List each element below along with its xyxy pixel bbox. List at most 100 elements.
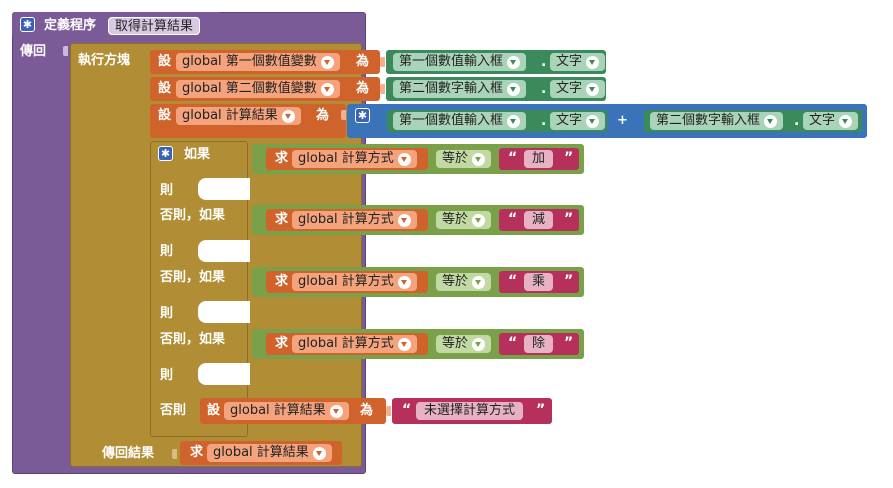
component-text-1: 第一個數值輸入框 (399, 54, 504, 69)
compare-dropdown-3[interactable]: 等於 (436, 273, 492, 291)
procedure-name-field[interactable]: 取得計算結果 (108, 17, 201, 35)
then-slot-4 (198, 363, 250, 385)
then-label-3: 則 (160, 306, 174, 321)
chevron-down-icon (586, 114, 600, 128)
else-set-var-text: global 計算結果 (230, 403, 326, 418)
return-label: 傳回 (20, 44, 47, 59)
compare-text-4: 等於 (442, 336, 469, 351)
set-var-dropdown-1[interactable]: global 第一個數值變數 (176, 53, 340, 71)
compare-dropdown-4[interactable]: 等於 (436, 335, 492, 353)
compare-dropdown-2[interactable]: 等於 (436, 211, 492, 229)
close-quote: ” (564, 211, 574, 227)
set-socket-notch-2 (380, 84, 385, 94)
chevron-down-icon (839, 114, 853, 128)
get-var-dropdown-4[interactable]: global 計算方式 (292, 335, 417, 353)
open-quote: “ (402, 402, 412, 418)
open-quote: “ (508, 211, 518, 227)
chevron-down-icon (329, 404, 343, 418)
set-to-label-1: 為 (356, 54, 370, 69)
add-left-component-text: 第一個數值輸入框 (399, 113, 504, 128)
property-dropdown-1[interactable]: 文字 (550, 53, 606, 71)
dot-separator: . (541, 81, 547, 97)
add-right-component-dropdown[interactable]: 第二個數字輸入框 (650, 112, 784, 130)
add-left-property-text: 文字 (556, 113, 583, 128)
gear-icon[interactable]: ✱ (158, 146, 173, 161)
then-label-2: 則 (160, 244, 174, 259)
open-quote: “ (508, 273, 518, 289)
else-if-label-2: 否則，如果 (160, 270, 226, 285)
property-text-2: 文字 (556, 81, 583, 96)
text-field-3[interactable]: 乘 (524, 273, 554, 291)
else-set-to-label: 為 (360, 403, 374, 418)
get-label-4: 求 (275, 336, 289, 351)
chevron-down-icon (764, 114, 778, 128)
chevron-down-icon (397, 337, 411, 351)
else-socket-notch (386, 406, 391, 416)
compare-text-1: 等於 (442, 151, 469, 166)
compare-dropdown-1[interactable]: 等於 (436, 150, 492, 168)
component-text-2: 第二個數字輸入框 (399, 81, 504, 96)
set-label-3: 設 (158, 108, 172, 123)
chevron-down-icon (507, 82, 521, 96)
close-quote: ” (536, 402, 546, 418)
get-label-2: 求 (275, 212, 289, 227)
else-set-var-dropdown[interactable]: global 計算結果 (224, 402, 349, 420)
chevron-down-icon (312, 446, 326, 460)
text-field-2[interactable]: 減 (524, 211, 554, 229)
set-label-1: 設 (158, 54, 172, 69)
get-var-dropdown-1[interactable]: global 計算方式 (292, 150, 417, 168)
set-label-2: 設 (158, 81, 172, 96)
return-get-var-dropdown[interactable]: global 計算結果 (207, 444, 332, 462)
close-quote: ” (564, 150, 574, 166)
then-label-4: 則 (160, 368, 174, 383)
else-if-label-3: 否則，如果 (160, 332, 226, 347)
get-var-dropdown-2[interactable]: global 計算方式 (292, 211, 417, 229)
chevron-down-icon (507, 55, 521, 69)
plus-operator: + (617, 113, 628, 128)
if-label: 如果 (184, 147, 211, 162)
then-slot-2 (198, 240, 250, 262)
else-text-field[interactable]: 未選擇計算方式 (416, 402, 524, 420)
chevron-down-icon (281, 109, 295, 123)
chevron-down-icon (472, 275, 486, 289)
get-label-1: 求 (275, 151, 289, 166)
gear-icon[interactable]: ✱ (355, 108, 370, 123)
add-left-property-dropdown[interactable]: 文字 (550, 112, 606, 130)
chevron-down-icon (320, 82, 334, 96)
component-dropdown-2[interactable]: 第二個數字輸入框 (393, 80, 527, 98)
set-var-dropdown-2[interactable]: global 第二個數值變數 (176, 80, 340, 98)
property-dropdown-2[interactable]: 文字 (550, 80, 606, 98)
compare-text-3: 等於 (442, 274, 469, 289)
dot-separator: . (794, 113, 800, 129)
return-socket-notch (63, 46, 68, 56)
text-field-1[interactable]: 加 (524, 150, 554, 168)
chevron-down-icon (472, 213, 486, 227)
do-label: 執行方塊 (78, 53, 131, 68)
chevron-down-icon (507, 114, 521, 128)
open-quote: “ (508, 335, 518, 351)
return-result-socket-notch (172, 449, 177, 459)
chevron-down-icon (586, 82, 600, 96)
get-var-dropdown-3[interactable]: global 計算方式 (292, 273, 417, 291)
add-left-component-dropdown[interactable]: 第一個數值輸入框 (393, 112, 527, 130)
chevron-down-icon (397, 213, 411, 227)
component-dropdown-1[interactable]: 第一個數值輸入框 (393, 53, 527, 71)
set-to-label-2: 為 (356, 81, 370, 96)
add-right-property-text: 文字 (809, 113, 836, 128)
then-label-1: 則 (160, 183, 174, 198)
return-get-label: 求 (190, 445, 204, 460)
get-label-3: 求 (275, 274, 289, 289)
procedure-header-label: 定義程序 (44, 18, 97, 33)
get-var-text-3: global 計算方式 (298, 274, 394, 289)
add-right-component-text: 第二個數字輸入框 (656, 113, 761, 128)
dot-separator: . (541, 113, 547, 129)
gear-icon[interactable]: ✱ (20, 17, 35, 32)
close-quote: ” (564, 273, 574, 289)
text-field-4[interactable]: 除 (524, 335, 554, 353)
chevron-down-icon (397, 275, 411, 289)
add-right-property-dropdown[interactable]: 文字 (803, 112, 859, 130)
set-var-text-3: global 計算結果 (182, 108, 278, 123)
set-var-dropdown-3[interactable]: global 計算結果 (176, 107, 301, 125)
get-var-text-2: global 計算方式 (298, 212, 394, 227)
compare-text-2: 等於 (442, 212, 469, 227)
